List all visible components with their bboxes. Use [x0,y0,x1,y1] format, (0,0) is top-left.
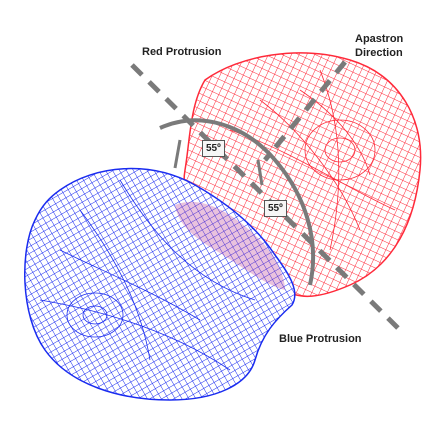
apastron-label-line2: Direction [355,47,403,59]
blue-protrusion-label: Blue Protrusion [279,333,362,345]
arc-tick-upper [173,139,182,169]
overlap-region [175,201,285,290]
apastron-label-line1: Apastron [355,33,404,45]
apastron-direction-line [263,60,347,162]
angle-arc [159,118,315,286]
arc-tick-lower [256,159,264,186]
red-protrusion-label: Red Protrusion [142,46,222,58]
blue-wind-mesh [24,167,296,401]
angle-label-upper: 55º [202,140,225,157]
angle-label-lower: 55º [264,200,287,217]
protrusion-axis-line [130,63,407,337]
